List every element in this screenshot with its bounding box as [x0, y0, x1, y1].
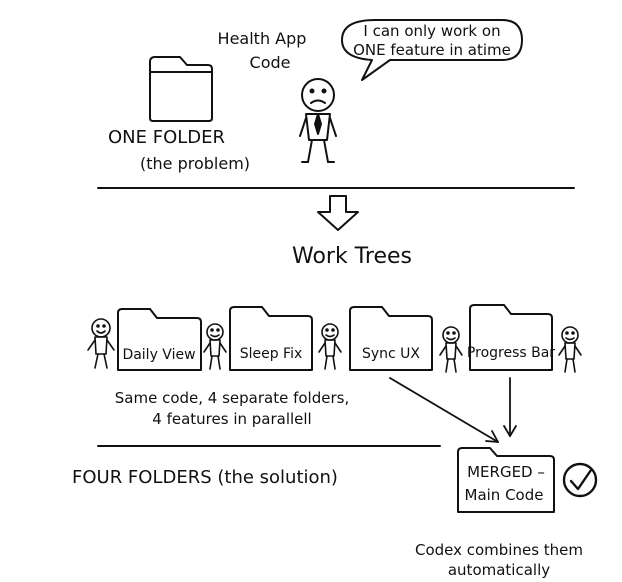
worktrees-caption-line2: 4 features in parallell: [152, 410, 311, 428]
speech-line2: ONE feature in atime: [353, 41, 511, 59]
check-circle-icon: [562, 462, 598, 498]
work-trees-title: Work Trees: [292, 244, 412, 269]
speech-line1: I can only work on: [363, 22, 500, 40]
worktree-folder-label: Progress Bar: [467, 345, 555, 361]
happy-developer-figure: [203, 323, 227, 370]
worktrees-caption-line1: Same code, 4 separate folders,: [115, 389, 349, 407]
codex-note-line2: automatically: [448, 561, 550, 579]
worktree-folder-sync-ux: Sync UX: [349, 306, 433, 371]
happy-developer-figure: [439, 326, 463, 373]
merge-arrow-icon: [389, 377, 499, 443]
worktree-folder-sleep-fix: Sleep Fix: [229, 306, 313, 371]
folder-label-line1: Health App: [218, 29, 307, 48]
one-folder-heading: ONE FOLDER: [108, 127, 225, 148]
merged-label-line2: Main Code: [465, 486, 544, 504]
speech-bubble: I can only work on ONE feature in atime: [341, 19, 523, 81]
single-folder-icon: [149, 56, 213, 122]
worktree-folder-progress-bar: Progress Bar: [467, 304, 555, 371]
codex-note-line1: Codex combines them: [415, 541, 583, 559]
happy-developer-figure: [318, 323, 342, 370]
sad-developer-figure: [299, 78, 337, 163]
worktree-folder-daily-view: Daily View: [117, 308, 202, 371]
worktree-folder-label: Daily View: [122, 347, 195, 363]
worktree-folder-label: Sleep Fix: [240, 346, 303, 362]
happy-developer-figure: [87, 318, 115, 369]
four-folders-heading: FOUR FOLDERS (the solution): [72, 467, 338, 488]
merge-arrow-icon: [503, 377, 517, 437]
folder-label-line2: Code: [250, 53, 291, 72]
merged-folder-icon: MERGED – Main Code: [457, 447, 555, 513]
happy-developer-figure: [558, 326, 582, 373]
down-arrow-icon: [317, 195, 359, 231]
merged-label-line1: MERGED –: [467, 463, 545, 481]
worktree-folder-label: Sync UX: [362, 346, 420, 362]
one-folder-subheading: (the problem): [140, 154, 250, 173]
